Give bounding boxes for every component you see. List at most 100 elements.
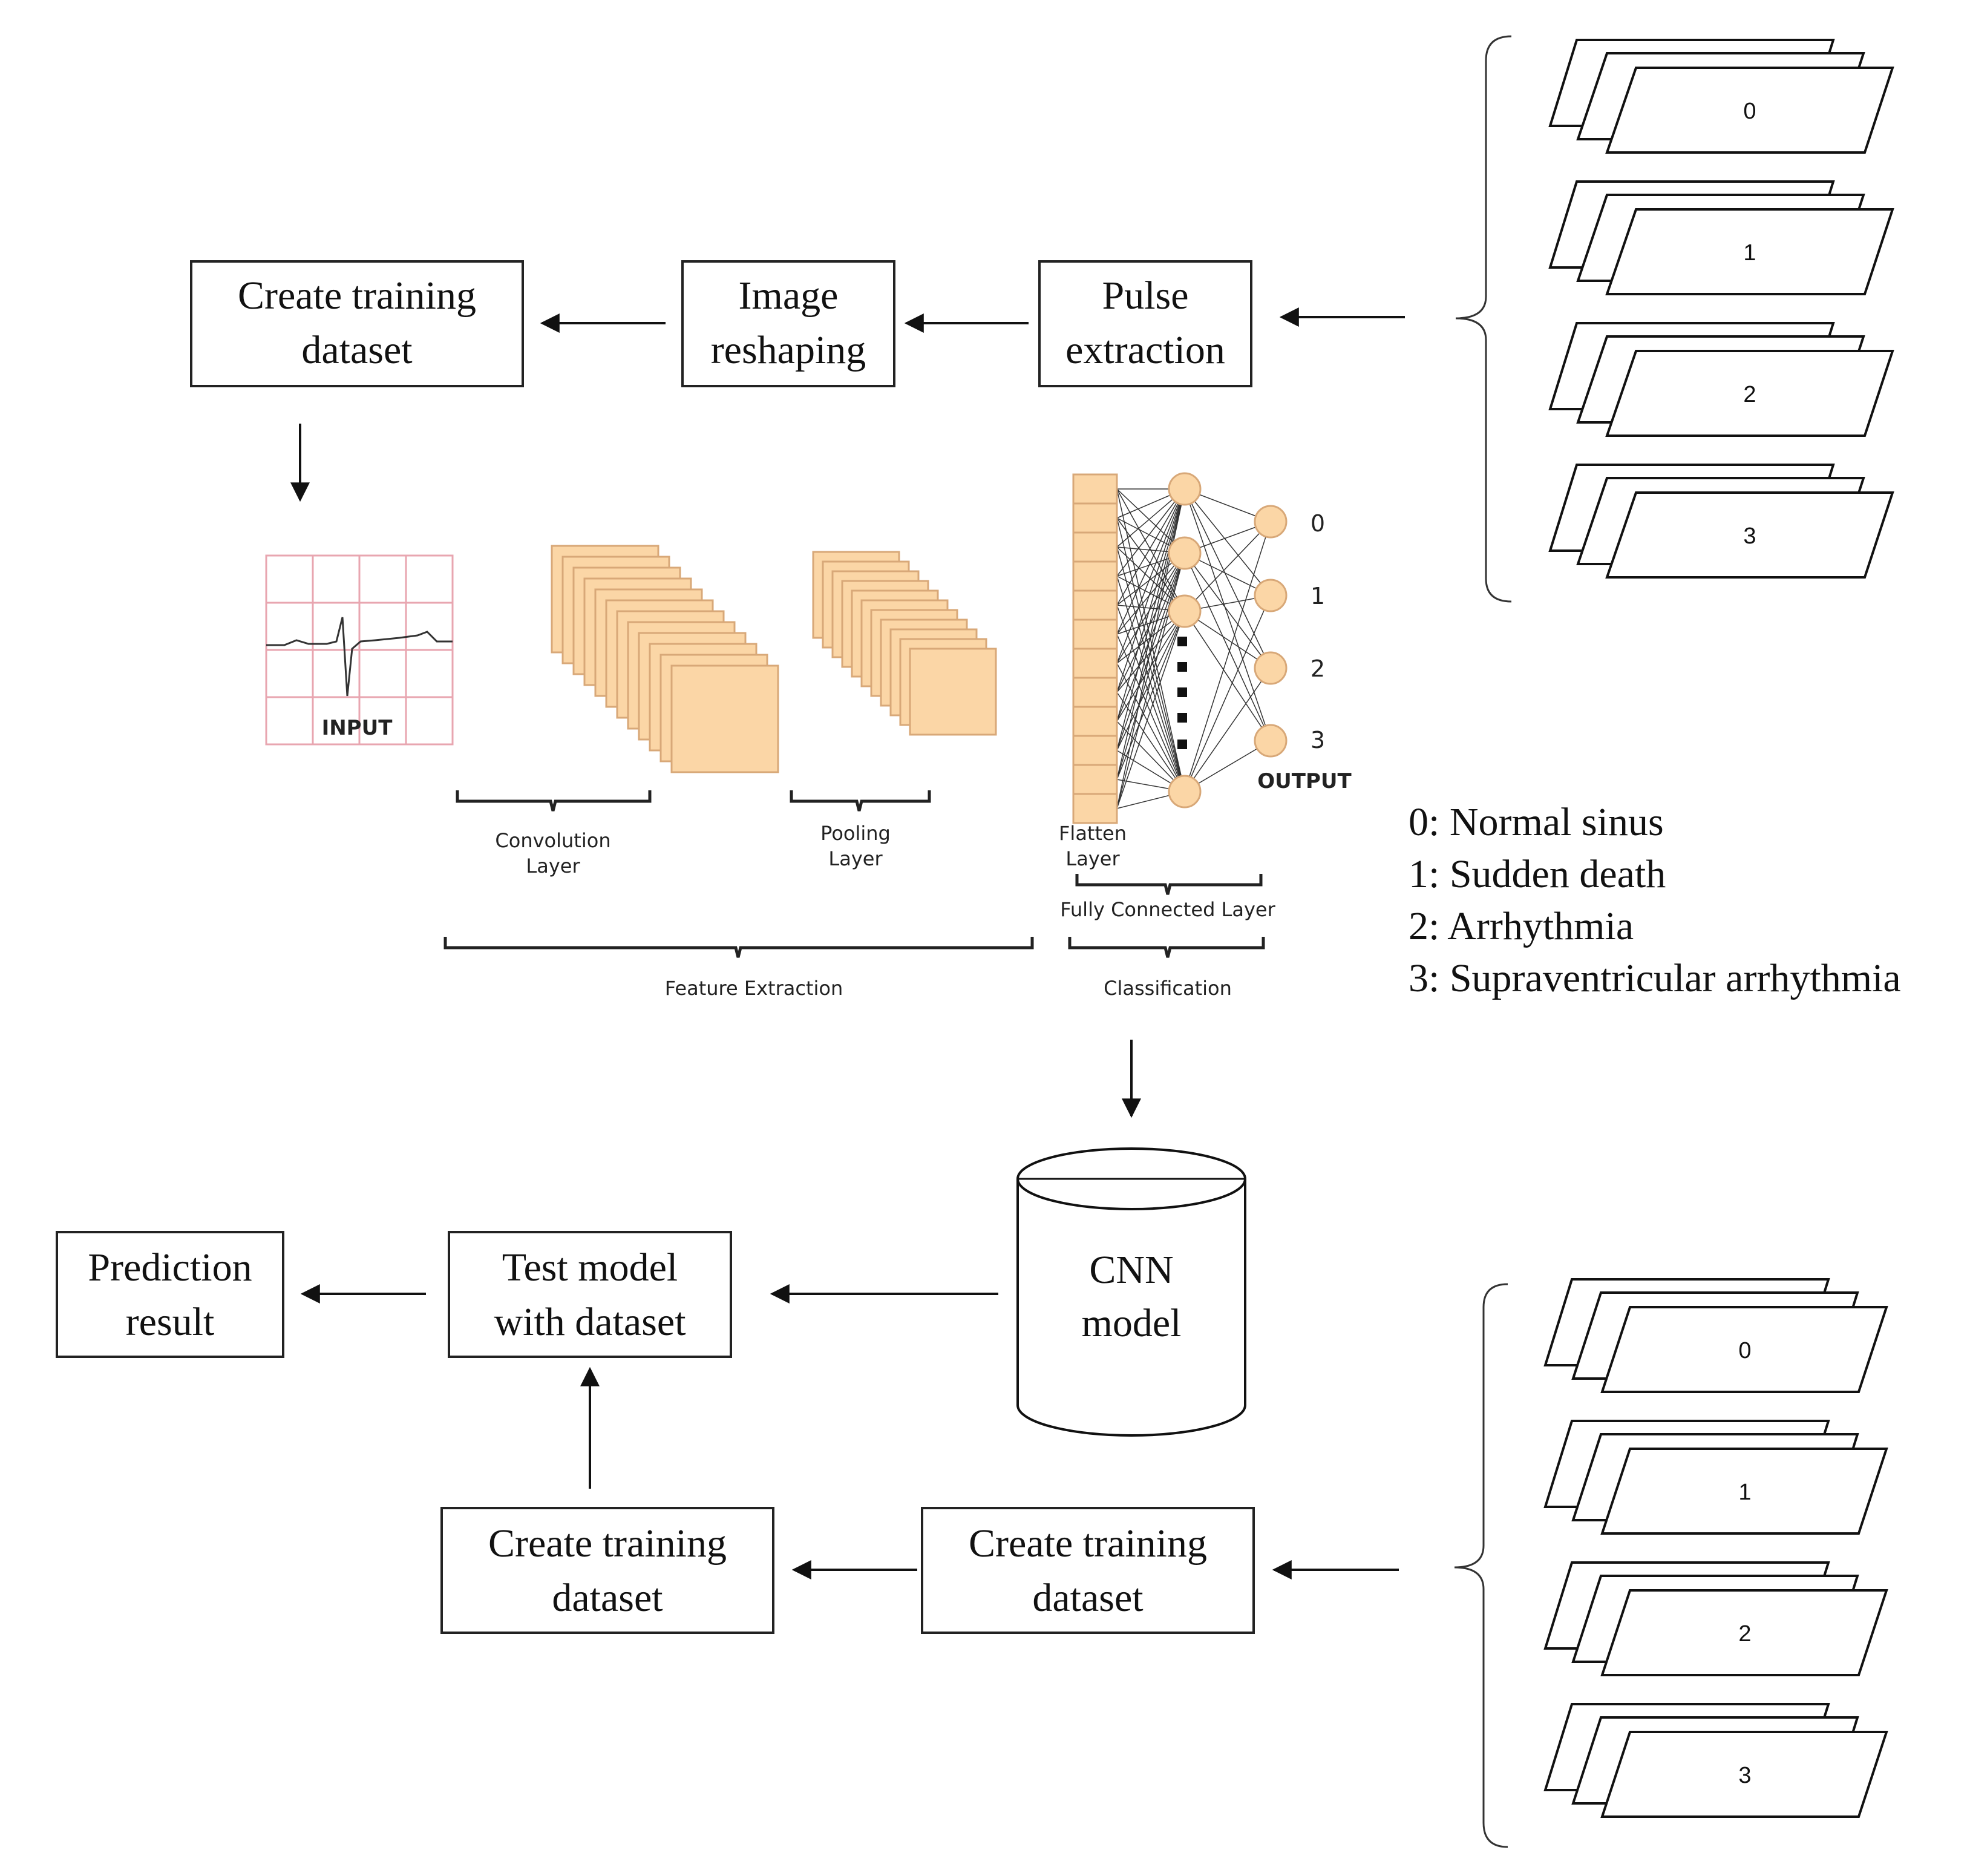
image-stack-bottom-3: 3 bbox=[1543, 1703, 1888, 1818]
box-pulse-extraction-line2: extraction bbox=[1065, 328, 1225, 372]
connection-line bbox=[1116, 611, 1185, 809]
convolution-bracket bbox=[456, 790, 652, 812]
connection-line bbox=[1116, 634, 1185, 792]
image-stack-bottom-label-3: 3 bbox=[1738, 1763, 1751, 1788]
hidden-ellipsis bbox=[1177, 637, 1187, 749]
connection-line bbox=[1116, 488, 1185, 751]
box-create-training-bottom-left-line1: Create training bbox=[488, 1521, 727, 1566]
box-prediction-result-line1: Prediction bbox=[88, 1245, 252, 1290]
connection-line bbox=[1116, 488, 1185, 792]
output-class-0: 0 bbox=[1311, 510, 1325, 537]
box-create-training-bottom-right-line1: Create training bbox=[969, 1521, 1207, 1566]
flatten-cell bbox=[1072, 618, 1118, 650]
flatten-cell bbox=[1072, 735, 1118, 766]
output-neuron bbox=[1254, 724, 1288, 758]
hidden-neuron bbox=[1168, 536, 1202, 570]
legend-item-2: 2: Arrhythmia bbox=[1409, 904, 1634, 948]
image-stack-bottom-2: 2 bbox=[1543, 1561, 1888, 1676]
box-create-training-top-line2: dataset bbox=[301, 328, 412, 372]
fully-connected-connections bbox=[1116, 488, 1271, 809]
output-class-2: 2 bbox=[1311, 655, 1325, 682]
connection-line bbox=[1184, 521, 1271, 612]
connection-line bbox=[1116, 553, 1185, 809]
flatten-label-2: Layer bbox=[1065, 847, 1120, 870]
connection-line bbox=[1116, 488, 1185, 722]
box-create-training-bottom-right-line2: dataset bbox=[1032, 1576, 1143, 1620]
neurons bbox=[1168, 472, 1288, 808]
connection-line bbox=[1184, 488, 1271, 741]
connection-line bbox=[1116, 576, 1185, 792]
connection-line bbox=[1116, 553, 1185, 751]
convolution-feature-map bbox=[670, 664, 779, 773]
image-stack-bottom-0: 0 bbox=[1543, 1278, 1888, 1393]
hidden-neuron bbox=[1168, 472, 1202, 506]
connection-line bbox=[1116, 663, 1185, 792]
box-pulse-extraction-line1: Pulse bbox=[1102, 274, 1188, 318]
connection-line bbox=[1184, 611, 1271, 669]
connection-line bbox=[1116, 553, 1185, 635]
box-test-model-line1: Test model bbox=[502, 1245, 678, 1290]
box-prediction-result-line2: result bbox=[126, 1300, 215, 1344]
convolution-label-1: Convolution bbox=[495, 829, 610, 852]
box-pulse-extraction: Pulse extraction bbox=[1038, 260, 1252, 387]
output-neuron bbox=[1254, 505, 1288, 539]
image-stack-top-label-2: 2 bbox=[1743, 382, 1756, 407]
flatten-layer bbox=[1072, 473, 1118, 824]
image-stack-bottom-label-0: 0 bbox=[1738, 1338, 1751, 1363]
box-create-training-bottom-left-line2: dataset bbox=[552, 1576, 663, 1620]
connection-line bbox=[1184, 488, 1271, 669]
feature-extraction-label: Feature Extraction bbox=[665, 977, 843, 1000]
image-stack-top-label-1: 1 bbox=[1743, 240, 1756, 266]
pooling-label-2: Layer bbox=[828, 847, 883, 870]
box-test-model-line2: with dataset bbox=[494, 1300, 686, 1344]
convolution-feature-maps bbox=[551, 545, 779, 773]
connection-line bbox=[1184, 553, 1271, 741]
connection-line bbox=[1116, 488, 1185, 606]
output-neuron bbox=[1254, 579, 1288, 612]
connection-line bbox=[1116, 546, 1185, 792]
flatten-cell bbox=[1072, 764, 1118, 795]
connection-line bbox=[1116, 488, 1185, 635]
input-label: INPUT bbox=[322, 716, 393, 740]
brace-top bbox=[1455, 35, 1512, 603]
legend-item-3: 3: Supraventricular arrhythmia bbox=[1409, 956, 1901, 1000]
connection-line bbox=[1116, 553, 1185, 780]
flatten-cell bbox=[1072, 677, 1118, 708]
box-create-training-top-line1: Create training bbox=[238, 274, 476, 318]
connection-line bbox=[1184, 553, 1271, 669]
cnn-model-line1: CNN bbox=[1089, 1248, 1173, 1292]
image-stack-bottom-label-2: 2 bbox=[1738, 1621, 1751, 1647]
hidden-neuron bbox=[1168, 594, 1202, 628]
connection-line bbox=[1116, 553, 1185, 693]
pooling-feature-map bbox=[909, 648, 997, 736]
image-stack-top-3: 3 bbox=[1548, 464, 1894, 579]
output-class-labels: 0 1 2 3 bbox=[1311, 510, 1325, 753]
box-create-training-bottom-left: Create training dataset bbox=[440, 1507, 774, 1634]
image-stack-top-1: 1 bbox=[1548, 180, 1894, 295]
connection-line bbox=[1116, 605, 1185, 792]
output-label: OUTPUT bbox=[1257, 769, 1352, 793]
connection-line bbox=[1184, 595, 1271, 792]
classification-label: Classification bbox=[1104, 977, 1232, 1000]
connection-line bbox=[1116, 488, 1185, 577]
convolution-label-2: Layer bbox=[526, 854, 580, 877]
box-test-model: Test model with dataset bbox=[448, 1231, 732, 1358]
flatten-cell bbox=[1072, 502, 1118, 534]
output-neuron bbox=[1254, 651, 1288, 685]
connection-line bbox=[1184, 521, 1271, 792]
connection-line bbox=[1116, 488, 1185, 780]
flatten-cell bbox=[1072, 531, 1118, 563]
flatten-cell bbox=[1072, 706, 1118, 737]
legend-item-0: 0: Normal sinus bbox=[1409, 800, 1664, 844]
class-legend: 0: Normal sinus 1: Sudden death 2: Arrhy… bbox=[1409, 800, 1901, 1000]
connection-line bbox=[1184, 667, 1271, 792]
box-image-reshaping-line2: reshaping bbox=[711, 328, 866, 372]
image-stack-top-label-0: 0 bbox=[1743, 99, 1756, 124]
image-stack-bottom-1: 1 bbox=[1543, 1420, 1888, 1535]
pooling-feature-maps bbox=[812, 551, 997, 736]
connection-line bbox=[1116, 553, 1185, 664]
classification-bracket bbox=[1068, 937, 1265, 958]
box-create-training-top: Create training dataset bbox=[190, 260, 524, 387]
hidden-neuron bbox=[1168, 775, 1202, 808]
